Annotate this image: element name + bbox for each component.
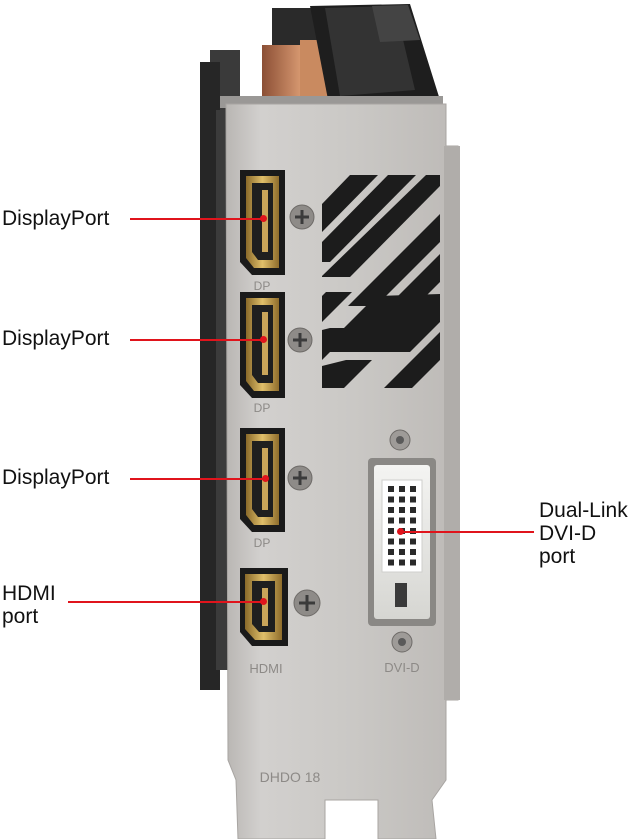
vent-slots — [322, 175, 440, 388]
dvi-pin — [410, 517, 416, 524]
engraving-dp-3: DP — [254, 536, 271, 550]
callout-line-dvi-d-port — [400, 531, 534, 533]
callout-label-displayport-3: DisplayPort — [2, 466, 110, 489]
dvi-pin — [399, 507, 405, 513]
dvi-pin — [399, 559, 405, 566]
engraving-dp-2: DP — [254, 401, 271, 415]
callout-line-displayport-3 — [130, 478, 266, 480]
dvi-pin — [410, 538, 416, 545]
dvi-pin — [410, 507, 416, 513]
callout-dot-hdmi-port — [260, 598, 267, 605]
dvi-pin — [399, 486, 405, 492]
engraving-hdmi: HDMI — [249, 661, 282, 676]
callout-dot-displayport-1 — [260, 215, 267, 222]
dvi-pin — [399, 517, 405, 524]
engraving-dp-1: DP — [254, 279, 271, 293]
heatsink-top — [210, 4, 443, 110]
engraving-dvi-d: DVI-D — [384, 660, 419, 675]
screw-icon — [289, 204, 315, 230]
screw-icon — [287, 465, 313, 491]
displayport-connector-1 — [240, 170, 285, 275]
dvi-pin — [388, 559, 394, 566]
dvi-pin — [410, 549, 416, 555]
dvi-pin — [410, 559, 416, 566]
screw-icon — [287, 327, 313, 353]
dvi-pin — [399, 538, 405, 545]
screw-icon — [293, 589, 321, 617]
dvi-pin — [388, 486, 394, 492]
dvi-pin — [388, 507, 394, 513]
callout-line-hdmi-port — [68, 601, 264, 603]
bracket-engravings: DP DP DP HDMI DVI-D DHDO 18 — [249, 279, 419, 785]
pcb-edge — [200, 62, 228, 690]
callout-line-displayport-1 — [130, 218, 264, 220]
dvi-pin — [410, 496, 416, 503]
callout-dot-displayport-3 — [262, 475, 269, 482]
dvi-pin — [388, 517, 394, 524]
dvi-pin — [410, 486, 416, 492]
dvi-pin — [399, 496, 405, 503]
callout-label-dvi-d-port: Dual-Link DVI-D port — [539, 499, 628, 568]
callout-label-hdmi-port: HDMI port — [2, 582, 56, 628]
dvi-pin — [399, 549, 405, 555]
callout-label-displayport-1: DisplayPort — [2, 207, 110, 230]
dvi-pin — [388, 496, 394, 503]
hdmi-connector — [240, 568, 288, 646]
callout-label-displayport-2: DisplayPort — [2, 327, 110, 350]
dvi-pin — [388, 528, 394, 534]
engraving-model: DHDO 18 — [260, 769, 321, 785]
callout-dot-dvi-d-port — [397, 528, 404, 535]
callout-line-displayport-2 — [130, 339, 264, 341]
displayport-connector-2 — [240, 292, 285, 398]
dvi-pin — [388, 538, 394, 545]
dvi-pin — [388, 549, 394, 555]
callout-dot-displayport-2 — [260, 336, 267, 343]
